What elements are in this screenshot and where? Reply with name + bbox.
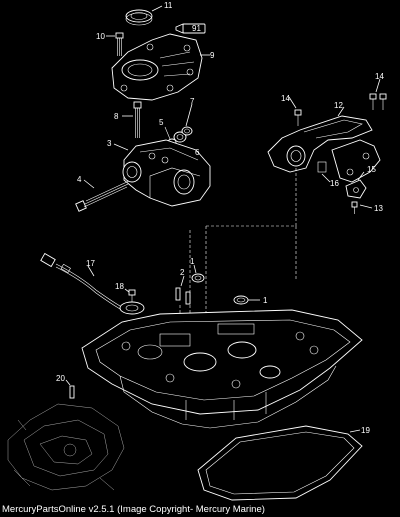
callout-7: 7: [190, 97, 195, 106]
callout-1-upper: 1: [190, 257, 195, 266]
part-4-long-bolt: [75, 180, 130, 212]
part-1-oring-upper: [191, 273, 205, 283]
part-19-gasket: [197, 425, 363, 501]
part-3-housing-block: [122, 139, 211, 207]
callout-5: 5: [159, 118, 164, 127]
callout-20: 20: [56, 374, 65, 383]
callout-6: 6: [195, 148, 200, 157]
part-14-bolts-right: [369, 93, 387, 110]
part-14-bolt-left: [294, 109, 302, 126]
callout-13: 13: [374, 204, 383, 213]
part-1-oring-lower: [233, 295, 249, 305]
callout-3: 3: [107, 139, 112, 148]
callout-16: 16: [330, 179, 339, 188]
part-8-bolt: [133, 101, 142, 138]
callout-14-left: 14: [281, 94, 290, 103]
sealant-tube-icon: 91: [175, 23, 206, 34]
part-13-fastener: [351, 201, 358, 214]
callout-11: 11: [164, 1, 173, 10]
reference-engine-view: [7, 403, 125, 491]
callout-2: 2: [180, 268, 185, 277]
callout-18: 18: [115, 282, 124, 291]
part-12-bracket: [267, 115, 381, 183]
callout-10: 10: [96, 32, 105, 41]
callout-4: 4: [77, 175, 82, 184]
callout-1-lower: 1: [263, 296, 268, 305]
part-20-pin: [69, 385, 75, 399]
callout-14-right: 14: [375, 72, 384, 81]
part-11-seal: [125, 9, 153, 26]
callout-17: 17: [86, 259, 95, 268]
callout-15: 15: [367, 165, 376, 174]
callout-8: 8: [114, 112, 119, 121]
callout-19: 19: [361, 426, 370, 435]
callout-12: 12: [334, 101, 343, 110]
part-15-link: [345, 179, 367, 199]
part-6-washer: [173, 131, 187, 143]
part-7-oring: [181, 126, 193, 136]
part-10-bolt: [115, 32, 124, 56]
callout-9: 9: [210, 51, 215, 60]
sealant-tag: 91: [192, 24, 201, 33]
part-17-sensor-harness: [40, 252, 145, 315]
part-18-screw: [128, 289, 136, 302]
copyright-footer: MercuryPartsOnline v2.5.1 (Image Copyrig…: [2, 504, 265, 515]
part-9-cover: [111, 33, 203, 101]
adaptor-plate: [81, 309, 363, 429]
part-2-dowel-pins: [175, 287, 191, 305]
